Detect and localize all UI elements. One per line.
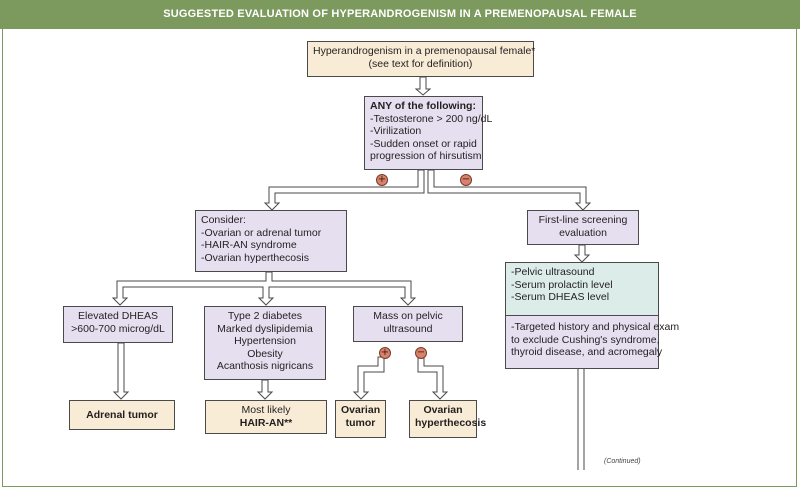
node-criteria-line-1: ANY of the following:: [370, 100, 476, 112]
arrow-mass-to-ovarian-tumor: [352, 356, 385, 400]
node-tests-line-2: -Serum prolactin level: [511, 278, 613, 291]
node-ovarian-tumor: Ovarian tumor: [335, 400, 386, 438]
node-ovarian-tumor-line-2: tumor: [345, 416, 376, 429]
arrow-mass-to-hyperthecosis: [417, 356, 449, 400]
node-history-line-1: -Targeted history and physical exam: [511, 321, 680, 333]
node-ovarian-hyperthecosis: Ovarian hyperthecosis: [409, 400, 487, 438]
node-start-line-2: (see text for definition): [368, 57, 473, 70]
node-start-line-1: Hyperandrogenism in a premenopausal fema…: [313, 45, 536, 57]
node-criteria: ANY of the following: -Testosterone > 20…: [364, 96, 493, 170]
node-metabolic-line-2: Marked dyslipidemia: [217, 322, 313, 335]
node-criteria-line-5: progression of hirsutism: [370, 150, 482, 162]
node-consider-line-3: -HAIR-AN syndrome: [201, 239, 297, 251]
node-first-line-line-2: evaluation: [559, 226, 607, 239]
node-mass-line-1: Mass on pelvic: [373, 310, 443, 322]
arrow-dheas-to-adrenal: [112, 342, 130, 400]
node-mass-line-2: ultrasound: [383, 322, 433, 335]
continued-note: (Continued): [604, 458, 641, 465]
node-consider-line-4: -Ovarian hyperthecosis: [201, 251, 309, 264]
arrow-first-line-to-tests: [573, 244, 591, 263]
node-hair-an: Most likely HAIR-AN**: [205, 400, 327, 434]
arrow-consider-to-children: [111, 271, 417, 306]
node-adrenal-tumor: Adrenal tumor: [69, 400, 175, 430]
node-criteria-line-3: -Virilization: [370, 125, 422, 137]
node-first-line-line-1: First-line screening: [538, 214, 628, 226]
node-tests-line-3: -Serum DHEAS level: [511, 291, 610, 303]
node-hair-an-line-2: HAIR-AN**: [239, 416, 293, 429]
node-criteria-line-4: -Sudden onset or rapid: [370, 137, 477, 150]
node-dheas-line-2: >600-700 microg/dL: [71, 322, 165, 335]
arrow-criteria-to-consider: [263, 169, 425, 211]
node-adrenal-line-1: Adrenal tumor: [86, 409, 158, 421]
node-hair-an-line-1: Most likely: [241, 404, 291, 416]
node-consider-line-2: -Ovarian or adrenal tumor: [201, 226, 322, 239]
node-consider: Consider: -Ovarian or adrenal tumor -HAI…: [195, 210, 347, 272]
plus-sign-mass: +: [379, 347, 391, 359]
node-screening-tests: -Pelvic ultrasound -Serum prolactin leve…: [505, 262, 659, 316]
arrow-criteria-to-first-line: [427, 169, 592, 211]
minus-sign-mass: −: [415, 347, 427, 359]
node-ovarian-tumor-line-1: Ovarian: [341, 404, 381, 416]
node-mass-pelvic-ultrasound: Mass on pelvic ultrasound: [353, 306, 463, 342]
node-hyperthecosis-line-1: Ovarian: [423, 404, 463, 416]
node-history-line-3: thyroid disease, and acromegaly: [511, 346, 663, 358]
node-elevated-dheas: Elevated DHEAS >600-700 microg/dL: [63, 306, 173, 343]
node-consider-line-1: Consider:: [201, 214, 246, 226]
node-first-line: First-line screening evaluation: [527, 210, 639, 245]
arrow-start-to-criteria: [414, 76, 432, 96]
node-targeted-history: -Targeted history and physical exam to e…: [505, 315, 680, 369]
minus-sign-criteria: −: [460, 174, 472, 186]
node-dheas-line-1: Elevated DHEAS: [78, 310, 158, 322]
node-criteria-line-2: -Testosterone > 200 ng/dL: [370, 112, 493, 125]
figure-title: SUGGESTED EVALUATION OF HYPERANDROGENISM…: [0, 0, 800, 29]
figure-frame: [2, 29, 797, 487]
node-tests-line-1: -Pelvic ultrasound: [511, 266, 595, 278]
node-metabolic-line-5: Acanthosis nigricans: [216, 360, 314, 372]
plus-sign-criteria: +: [376, 174, 388, 186]
arrow-metabolic-to-hair-an: [256, 379, 274, 400]
node-metabolic-line-4: Obesity: [247, 347, 283, 360]
node-history-line-2: to exclude Cushing's syndrome,: [511, 333, 660, 346]
node-hyperthecosis-line-2: hyperthecosis: [415, 416, 487, 429]
node-metabolic-line-1: Type 2 diabetes: [227, 310, 303, 322]
node-metabolic-features: Type 2 diabetes Marked dyslipidemia Hype…: [204, 306, 326, 380]
node-start: Hyperandrogenism in a premenopausal fema…: [307, 41, 536, 77]
node-metabolic-line-3: Hypertension: [234, 335, 296, 347]
